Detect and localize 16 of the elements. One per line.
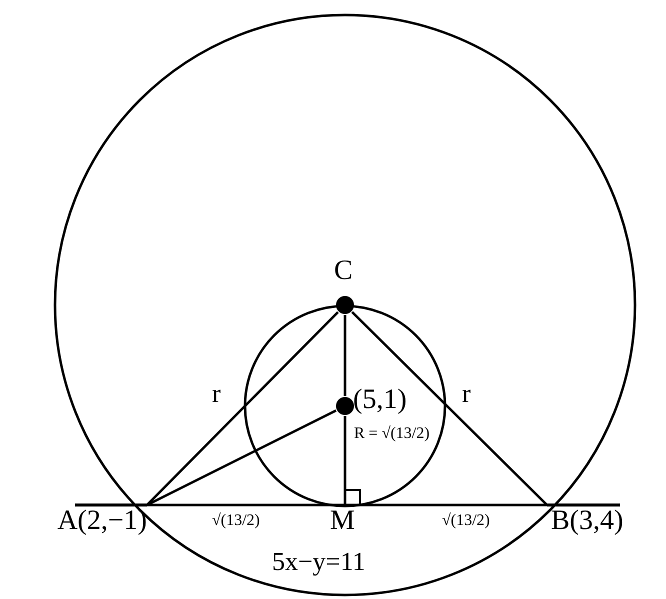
- point-label: C: [334, 255, 353, 287]
- edge-label: √(13/2): [440, 512, 492, 530]
- line-segment: [146, 311, 339, 506]
- line-segment: [351, 311, 548, 506]
- point-label: A(2,−1): [57, 505, 147, 537]
- edge-label: R = √(13/2): [352, 425, 432, 443]
- line-segment: [147, 504, 345, 506]
- line-segment: [344, 315, 346, 396]
- line-segment: [345, 504, 547, 506]
- point-label: B(3,4): [551, 505, 624, 537]
- line-equation: 5x−y=11: [271, 548, 366, 577]
- point-label: (5,1): [353, 384, 407, 416]
- point-label: M: [330, 505, 355, 537]
- edge-label: √(13/2): [210, 512, 262, 530]
- line-segment: [344, 416, 346, 505]
- line-segment: [146, 409, 337, 506]
